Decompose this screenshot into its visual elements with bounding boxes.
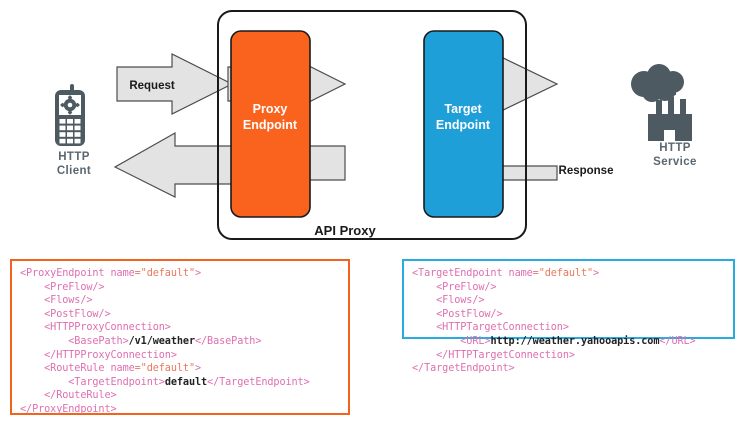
proxy-endpoint-box[interactable] xyxy=(230,30,311,218)
code-token: ="default" xyxy=(134,268,195,279)
code-token: ="default" xyxy=(532,268,594,279)
code-token: <PreFlow/> xyxy=(412,281,497,293)
cloud-factory-icon xyxy=(631,64,692,141)
mobile-phone-icon xyxy=(55,84,85,146)
proxy-endpoint-label-line2: Endpoint xyxy=(243,118,298,132)
code-token: </HTTPProxyConnection> xyxy=(20,349,177,361)
code-token: http://weather.yahooapis.com xyxy=(490,335,660,347)
code-line: <URL>http://weather.yahooapis.com</URL> xyxy=(412,335,725,349)
code-line: </RouteRule> xyxy=(20,389,340,403)
code-token: <PreFlow/> xyxy=(20,281,105,293)
code-line: </TargetEndpoint> xyxy=(412,362,725,376)
code-token: </BasePath> xyxy=(194,335,262,347)
code-token: <URL> xyxy=(412,335,491,347)
code-token: </URL> xyxy=(659,335,696,347)
code-token: <ProxyEndpoint name xyxy=(20,268,135,279)
code-line: </HTTPTargetConnection> xyxy=(412,349,725,363)
code-token: </ProxyEndpoint> xyxy=(20,403,117,415)
code-line: </HTTPProxyConnection> xyxy=(20,349,340,363)
api-proxy-diagram: Proxy Endpoint Target Endpoint API Proxy… xyxy=(55,10,692,240)
code-line: <PreFlow/> xyxy=(412,281,725,295)
code-token: </TargetEndpoint> xyxy=(207,376,310,388)
code-line: <PreFlow/> xyxy=(20,281,340,295)
arrow-response-proxy-to-client xyxy=(113,131,233,198)
code-token: <Flows/> xyxy=(20,295,93,307)
request-arrow-label: Request xyxy=(129,80,175,92)
code-token: ="default" xyxy=(134,363,195,375)
code-token: > xyxy=(593,268,600,279)
code-token: > xyxy=(194,268,202,279)
target-endpoint-xml-panel[interactable]: <TargetEndpoint name="default"> <PreFlow… xyxy=(402,259,735,374)
code-token: <TargetEndpoint> xyxy=(20,376,165,388)
code-token: <HTTPTargetConnection> xyxy=(412,322,569,334)
http-client-label-line2: Client xyxy=(56,165,92,177)
code-line: <PostFlow/> xyxy=(412,308,725,322)
code-line: </ProxyEndpoint> xyxy=(20,403,340,417)
code-line: <TargetEndpoint>default</TargetEndpoint> xyxy=(20,376,340,390)
code-token: <HTTPProxyConnection> xyxy=(20,322,171,334)
code-token: <TargetEndpoint name xyxy=(412,268,533,279)
proxy-endpoint-label-line1: Proxy xyxy=(253,102,288,116)
code-token: <PostFlow/> xyxy=(20,308,111,320)
arrow-request-client-to-proxy xyxy=(116,53,234,115)
code-line: <Flows/> xyxy=(412,294,725,308)
code-token: > xyxy=(194,363,202,375)
response-arrow-label: Response xyxy=(559,165,614,177)
http-client-label: HTTP Client xyxy=(34,150,114,178)
code-token: /v1/weather xyxy=(128,335,195,347)
target-endpoint-box[interactable] xyxy=(423,30,504,218)
code-line: <RouteRule name="default"> xyxy=(20,362,340,376)
http-service-label: HTTP Service xyxy=(635,141,715,169)
code-token: <BasePath> xyxy=(20,335,129,347)
http-client-label-line1: HTTP xyxy=(58,151,90,163)
code-line: <Flows/> xyxy=(20,294,340,308)
api-proxy-container xyxy=(217,10,527,240)
target-endpoint-label-line1: Target xyxy=(444,102,482,116)
code-token: <Flows/> xyxy=(412,295,485,307)
api-proxy-title: API Proxy xyxy=(314,223,376,238)
http-service-label-line2: Service xyxy=(653,156,697,168)
code-line: <HTTPTargetConnection> xyxy=(412,321,725,335)
code-token: <PostFlow/> xyxy=(412,308,503,320)
code-line: <BasePath>/v1/weather</BasePath> xyxy=(20,335,340,349)
code-line: <ProxyEndpoint name="default"> xyxy=(20,267,340,281)
proxy-endpoint-xml-panel[interactable]: <ProxyEndpoint name="default"> <PreFlow/… xyxy=(10,259,350,415)
code-line: <PostFlow/> xyxy=(20,308,340,322)
code-token: </HTTPTargetConnection> xyxy=(412,349,575,361)
http-service-label-line1: HTTP xyxy=(659,142,691,154)
code-token: </RouteRule> xyxy=(20,390,117,402)
code-token: </TargetEndpoint> xyxy=(412,363,515,375)
code-token: default xyxy=(164,376,208,388)
code-line: <TargetEndpoint name="default"> xyxy=(412,267,725,281)
target-endpoint-label-line2: Endpoint xyxy=(436,118,491,132)
code-token: <RouteRule name xyxy=(20,363,135,375)
code-line: <HTTPProxyConnection> xyxy=(20,321,340,335)
